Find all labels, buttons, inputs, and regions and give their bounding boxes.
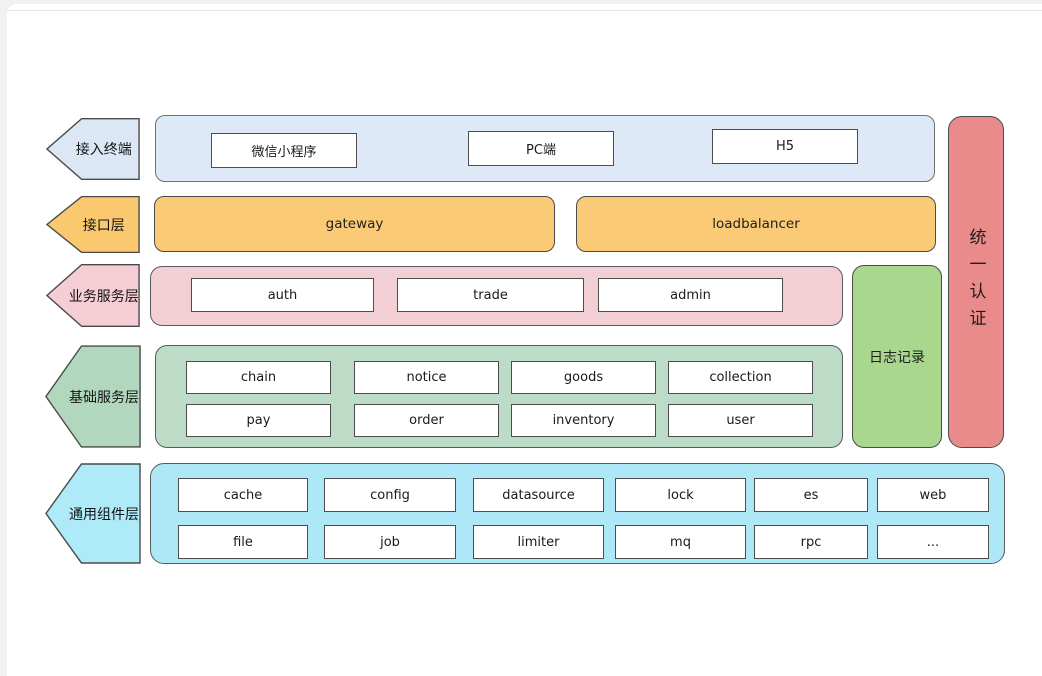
node-goods: goods	[511, 361, 656, 394]
node-collection: collection	[668, 361, 813, 394]
node-order: order	[354, 404, 499, 437]
layer-arrow-basic: 基础服务层	[45, 345, 141, 448]
arrow-left-icon	[45, 345, 141, 448]
layer-label-terminal: 接入终端	[75, 142, 132, 158]
node-rpc: rpc	[754, 525, 868, 559]
node-es: es	[754, 478, 868, 512]
node-web: web	[877, 478, 989, 512]
node-config: config	[324, 478, 456, 512]
layer-label-common: 通用组件层	[69, 506, 140, 523]
node-trade: trade	[397, 278, 584, 312]
node-pay: pay	[186, 404, 331, 437]
arrow-left-icon	[45, 463, 141, 564]
node-lock: lock	[615, 478, 746, 512]
node-h5: H5	[712, 129, 858, 164]
terminal-layer-container: 微信小程序 PC端 H5	[155, 115, 935, 182]
node-wechat-miniprogram: 微信小程序	[211, 133, 357, 168]
layer-label-interface: 接口层	[82, 217, 125, 234]
node-unified-auth: 统一认证	[948, 116, 1004, 448]
layer-arrow-interface: 接口层	[46, 196, 140, 253]
node-pc: PC端	[468, 131, 614, 166]
layer-arrow-business: 业务服务层	[46, 264, 140, 327]
node-mq: mq	[615, 525, 746, 559]
node-more: ...	[877, 525, 989, 559]
layer-arrow-common: 通用组件层	[45, 463, 141, 564]
arrow-left-icon	[46, 118, 140, 180]
node-notice: notice	[354, 361, 499, 394]
node-loadbalancer: loadbalancer	[576, 196, 936, 252]
node-cache: cache	[178, 478, 308, 512]
node-user: user	[668, 404, 813, 437]
node-datasource: datasource	[473, 478, 604, 512]
node-job: job	[324, 525, 456, 559]
layer-arrow-terminal: 接入终端	[46, 118, 140, 180]
layer-label-basic: 基础服务层	[69, 389, 140, 406]
arrow-left-icon	[46, 264, 140, 327]
node-gateway: gateway	[154, 196, 555, 252]
arrow-left-icon	[46, 196, 140, 253]
page-divider	[7, 10, 1042, 11]
node-file: file	[178, 525, 308, 559]
node-inventory: inventory	[511, 404, 656, 437]
common-layer-container: cache config datasource lock es web file…	[150, 463, 1005, 564]
node-logging: 日志记录	[852, 265, 942, 448]
basic-layer-container: chain notice goods collection pay order …	[155, 345, 843, 448]
node-auth: auth	[191, 278, 374, 312]
node-limiter: limiter	[473, 525, 604, 559]
node-chain: chain	[186, 361, 331, 394]
node-admin: admin	[598, 278, 783, 312]
business-layer-container: auth trade admin	[150, 266, 843, 326]
layer-label-business: 业务服务层	[68, 288, 139, 305]
